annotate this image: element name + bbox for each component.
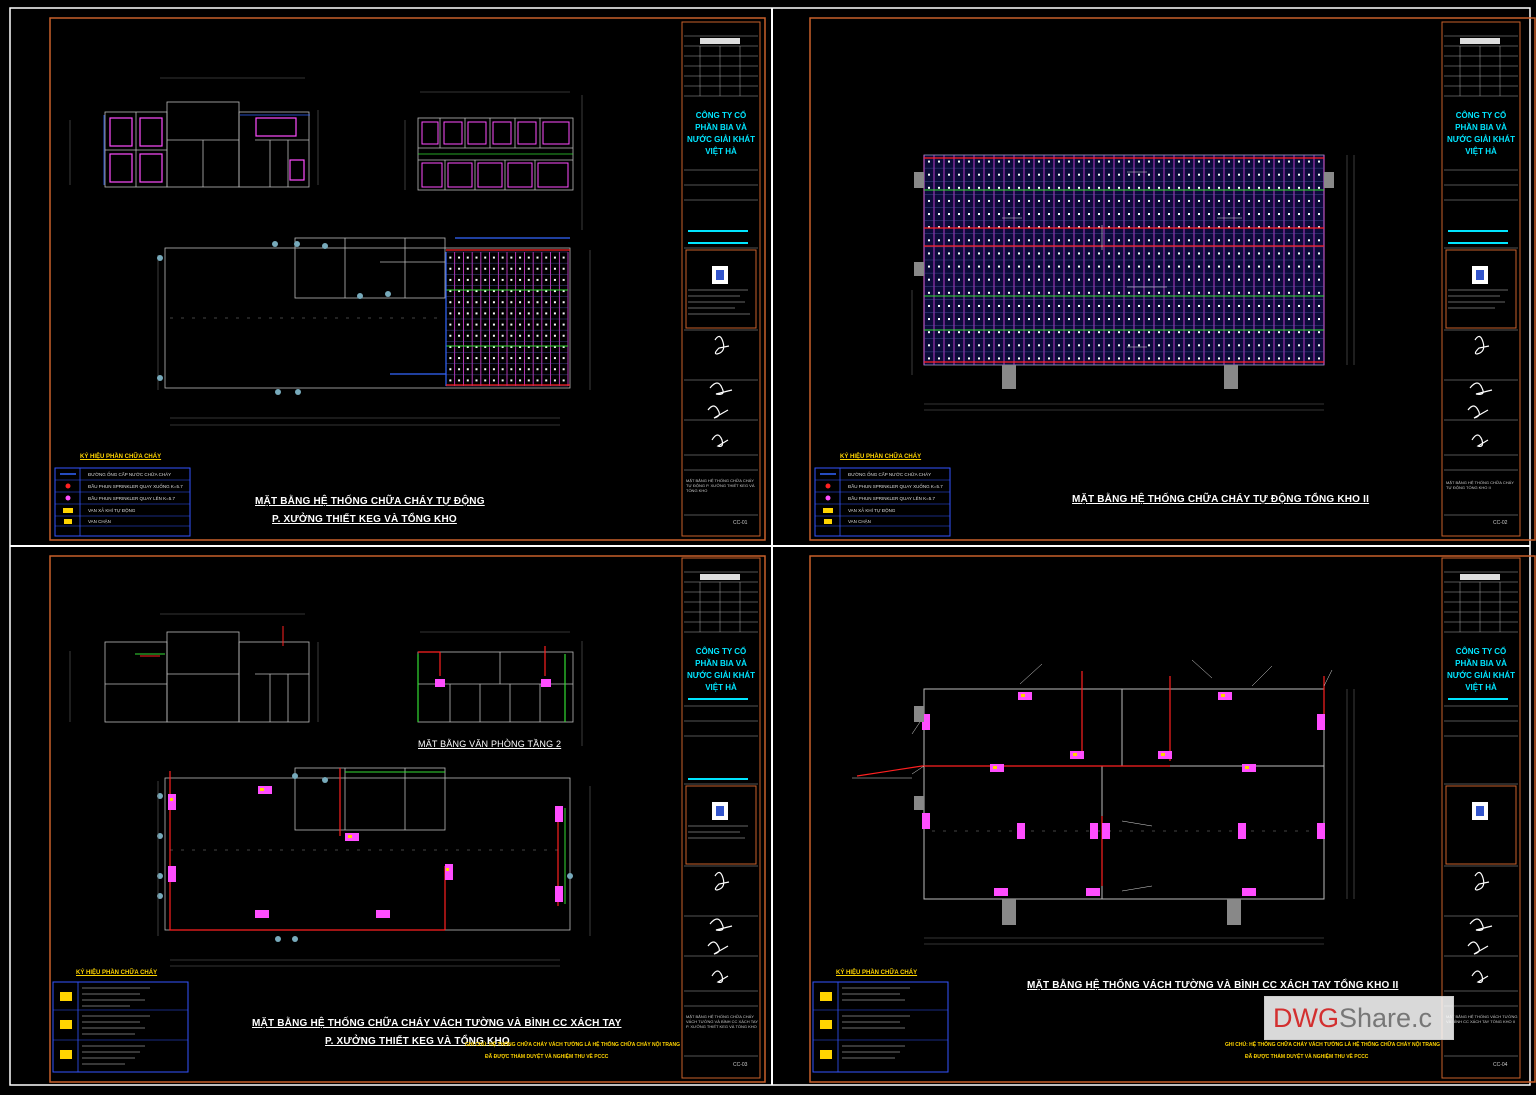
legend-item: ĐƯỜNG ỐNG CẤP NƯỚC CHỮA CHÁY — [848, 472, 932, 477]
legend-title: KÝ HIỆU PHẦN CHỮA CHÁY — [76, 970, 158, 976]
sheet-3-drawing — [49, 555, 766, 1083]
sheet-title: MẶT BẰNG HỆ THỐNG CHỮA CHÁY TỰ ĐỘNG — [255, 496, 485, 507]
sheet-2-drawing — [809, 17, 1536, 541]
sheet-1-drawing — [49, 17, 766, 541]
note-2: ĐÃ ĐƯỢC THẨM DUYỆT VÀ NGHIỆM THU VỀ PCCC — [1245, 1054, 1369, 1060]
sheet-subtitle: P. XƯỞNG THIẾT KEG VÀ TỔNG KHO — [272, 514, 457, 525]
drawing-number: CC-01 — [733, 520, 748, 526]
sheet-2: KÝ HIỆU PHẦN CHỮA CHÁY ĐƯỜNG ỐNG CẤP NƯỚ… — [772, 0, 1536, 546]
note-2: ĐÃ ĐƯỢC THẨM DUYỆT VÀ NGHIỆM THU VỀ PCCC — [485, 1054, 609, 1060]
sheet-3: MẶT BẰNG VĂN PHÒNG TẦNG 2 KÝ HIỆU PHẦN C… — [0, 546, 772, 1095]
drawing-number: CC-03 — [733, 1062, 748, 1068]
sheet-4-drawing — [809, 555, 1536, 1083]
legend-item: VAN CHẶN — [88, 519, 111, 524]
legend-item: ĐẦU PHUN SPRINKLER QUAY XUỐNG K=5.7 — [848, 484, 943, 489]
company-name: CÔNG TY CỔ PHẦN BIA VÀ NƯỚC GIẢI KHÁT VI… — [686, 647, 756, 692]
watermark-part2: Share.c — [1338, 1002, 1433, 1033]
legend-item: VAN XẢ KHÍ TỰ ĐỘNG — [88, 508, 136, 513]
sheet-title: MẶT BẰNG HỆ THỐNG VÁCH TƯỜNG VÀ BÌNH CC … — [1027, 980, 1399, 991]
watermark-part1: DWG — [1273, 1002, 1339, 1033]
titleblock-sheet-title: MẶT BẰNG HỆ THỐNG VÁCH TƯỜNG VÀ BÌNH CC … — [1446, 1014, 1518, 1024]
titleblock-sheet-title: MẶT BẰNG HỆ THỐNG CHỮA CHÁY VÁCH TƯỜNG V… — [686, 1014, 758, 1029]
drawing-number: CC-02 — [1493, 520, 1508, 526]
sheet-1: KÝ HIỆU PHẦN CHỮA CHÁY ĐƯỜNG ỐNG CẤP NƯỚ… — [0, 0, 772, 546]
legend-item: ĐƯỜNG ỐNG CẤP NƯỚC CHỮA CHÁY — [88, 472, 172, 477]
drawing-number: CC-04 — [1493, 1062, 1508, 1068]
legend-title: KÝ HIỆU PHẦN CHỮA CHÁY — [836, 970, 918, 976]
legend-title: KÝ HIỆU PHẦN CHỮA CHÁY — [80, 454, 162, 460]
legend-item: VAN XẢ KHÍ TỰ ĐỘNG — [848, 508, 896, 513]
sheet-title: MẶT BẰNG HỆ THỐNG CHỮA CHÁY TỰ ĐỘNG TỔNG… — [1072, 494, 1370, 505]
legend-item: ĐẦU PHUN SPRINKLER QUAY LÊN K=5.7 — [88, 496, 175, 501]
sprinkler-grid-2 — [923, 154, 1325, 366]
legend-item: VAN CHẶN — [848, 519, 871, 524]
company-name: CÔNG TY CỔ PHẦN BIA VÀ NƯỚC GIẢI KHÁT VI… — [686, 111, 756, 156]
legend-item: ĐẦU PHUN SPRINKLER QUAY XUỐNG K=5.7 — [88, 484, 183, 489]
note: GHI CHÚ: HỆ THỐNG CHỮA CHÁY VÁCH TƯỜNG L… — [465, 1042, 681, 1048]
note: GHI CHÚ: HỆ THỐNG CHỮA CHÁY VÁCH TƯỜNG L… — [1225, 1042, 1441, 1048]
company-name: CÔNG TY CỔ PHẦN BIA VÀ NƯỚC GIẢI KHÁT VI… — [1446, 111, 1516, 156]
sheet-4: KÝ HIỆU PHẦN CHỮA CHÁY MẶT BẰNG HỆ THỐNG… — [772, 546, 1536, 1095]
sprinkler-grid-1 — [445, 251, 569, 387]
office-floor2-title: MẶT BẰNG VĂN PHÒNG TẦNG 2 — [418, 739, 562, 749]
titleblock-sheet-title: MẶT BẰNG HỆ THỐNG CHỮA CHÁY TỰ ĐỘNG P. X… — [686, 478, 755, 493]
legend-title: KÝ HIỆU PHẦN CHỮA CHÁY — [840, 454, 922, 460]
legend-item: ĐẦU PHUN SPRINKLER QUAY LÊN K=5.7 — [848, 496, 935, 501]
company-name: CÔNG TY CỔ PHẦN BIA VÀ NƯỚC GIẢI KHÁT VI… — [1446, 647, 1516, 692]
sheet-title: MẶT BẰNG HỆ THỐNG CHỮA CHÁY VÁCH TƯỜNG V… — [252, 1018, 622, 1029]
sheet-subtitle: P. XƯỞNG THIẾT KEG VÀ TỔNG KHO — [325, 1036, 510, 1047]
titleblock-sheet-title: MẶT BẰNG HỆ THỐNG CHỮA CHÁY TỰ ĐỘNG TỔNG… — [1446, 480, 1514, 490]
